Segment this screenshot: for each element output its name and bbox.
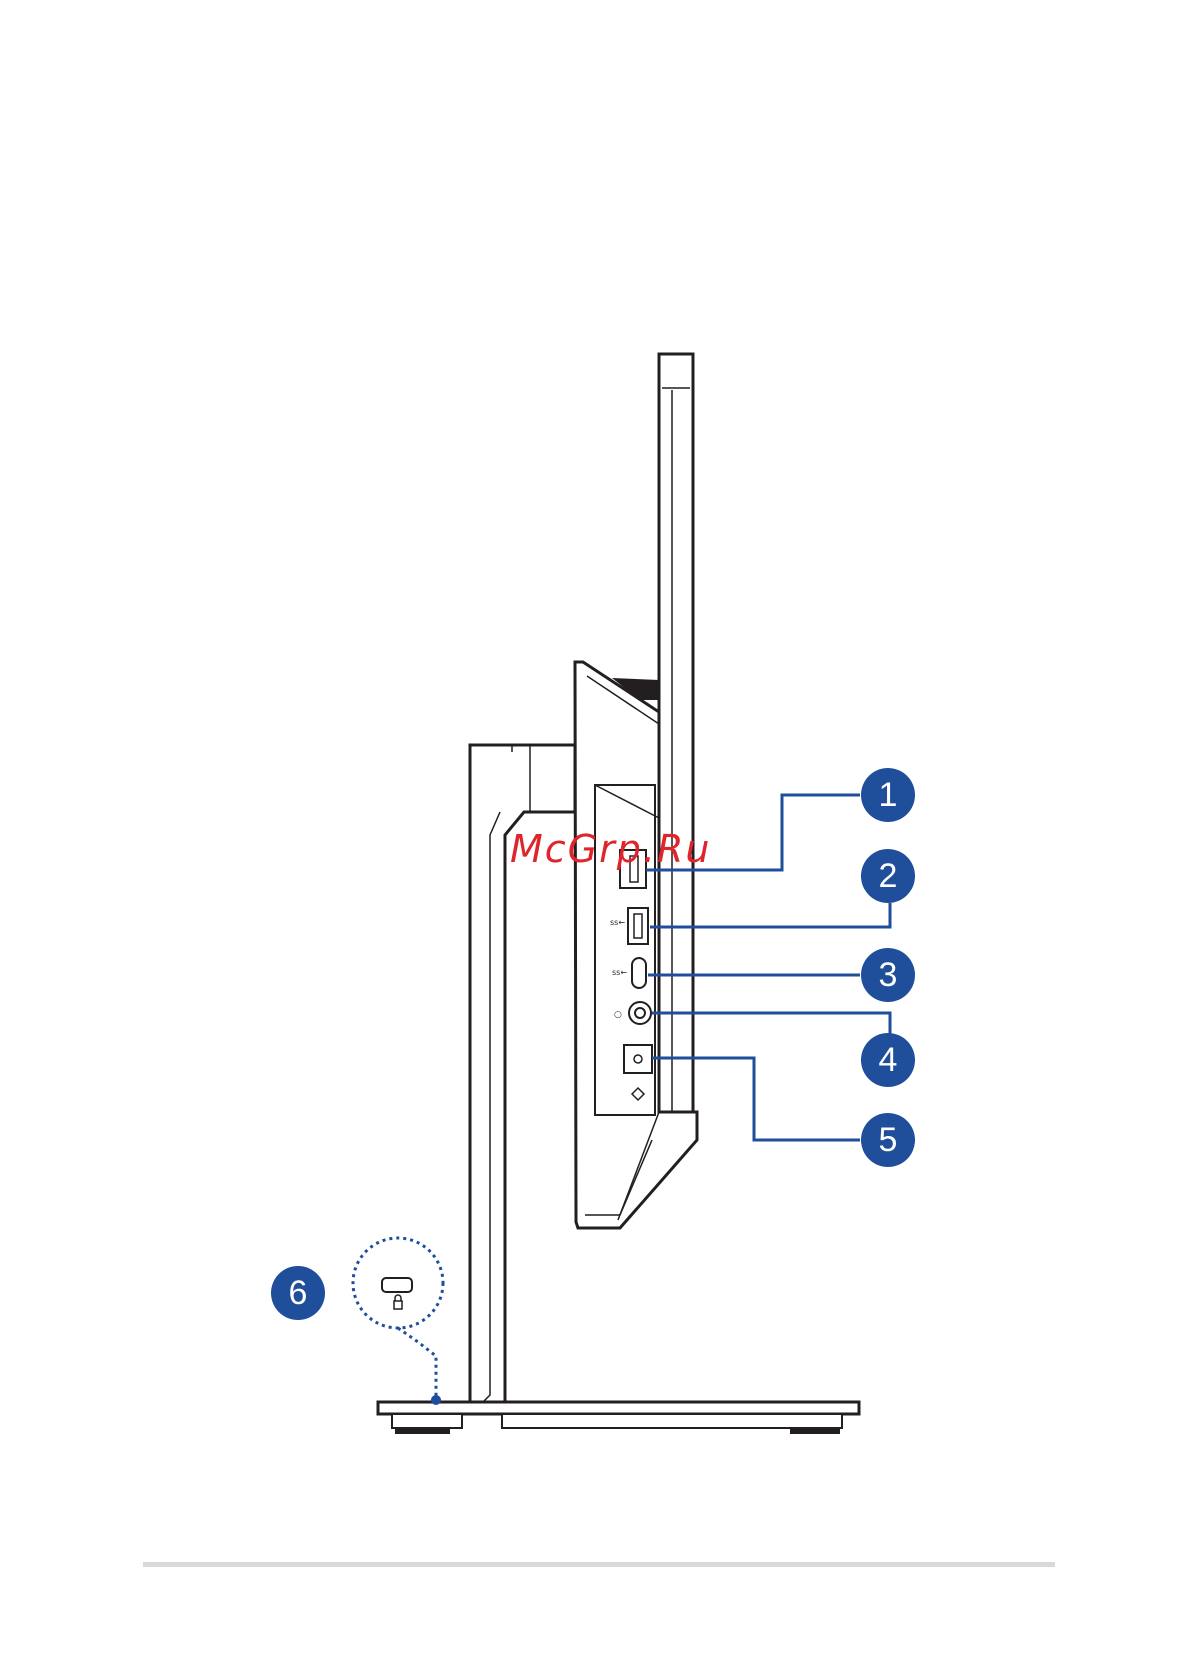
callout-3: 3 (861, 948, 915, 1002)
lock-icon (394, 1301, 402, 1309)
svg-text:○: ○ (614, 1010, 622, 1020)
svg-text:4: 4 (879, 1041, 898, 1079)
watermark-text: McGrp.Ru (510, 827, 711, 871)
display-panel (659, 354, 693, 1132)
callout-4: 4 (861, 1033, 915, 1087)
footer-divider (143, 1562, 1055, 1567)
svg-text:ss←: ss← (612, 968, 627, 977)
kensington-lock-detail (353, 1238, 443, 1405)
callout-1: 1 (861, 768, 915, 822)
callout-5: 5 (861, 1113, 915, 1167)
usb-c-port (632, 958, 646, 988)
kensington-lock-slot (382, 1278, 412, 1292)
svg-text:2: 2 (879, 857, 898, 895)
stand-base (378, 1402, 859, 1434)
svg-text:3: 3 (879, 956, 898, 994)
svg-text:5: 5 (879, 1121, 898, 1159)
callout-6: 6 (271, 1266, 325, 1320)
svg-text:6: 6 (289, 1274, 308, 1312)
callout-2: 2 (861, 849, 915, 903)
svg-text:ss←: ss← (610, 918, 625, 927)
svg-text:1: 1 (879, 776, 898, 814)
